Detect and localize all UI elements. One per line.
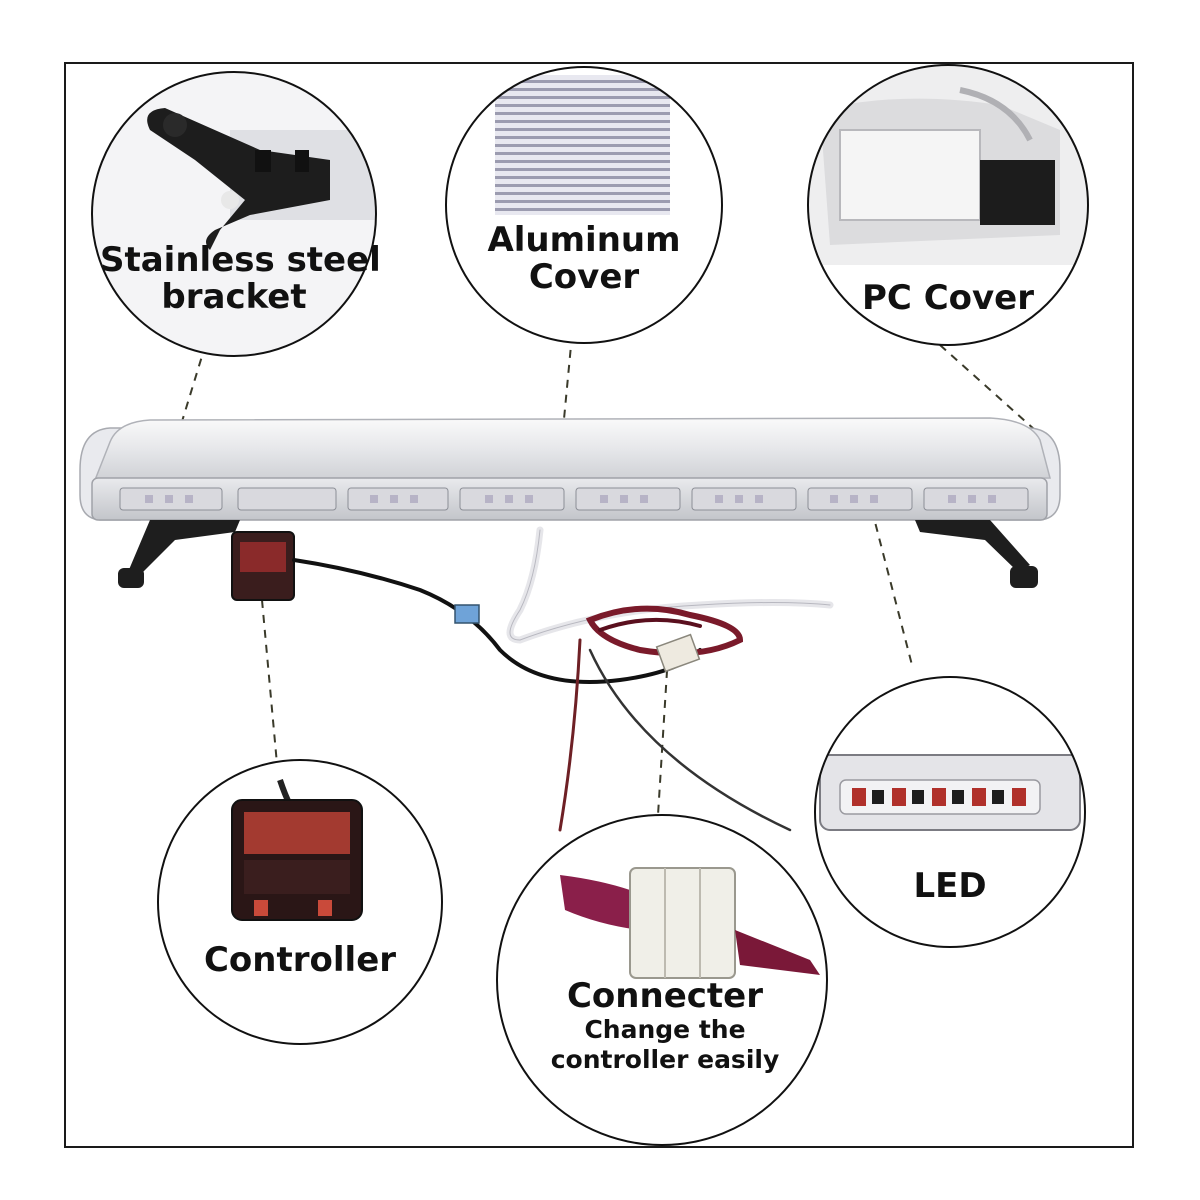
mount-brackets — [118, 520, 1038, 588]
leader-aluminum — [561, 334, 573, 441]
label-bracket: Stainless steel bracket — [100, 240, 381, 317]
led-modules — [119, 487, 1029, 511]
label-connecter-sub2: controller easily — [550, 1044, 780, 1074]
connecter-photo — [560, 867, 820, 979]
label-connecter-title: Connecter — [566, 976, 763, 1016]
label-led-text: LED — [913, 866, 987, 906]
label-controller: Controller — [180, 942, 420, 979]
label-pc-cover-text: PC Cover — [861, 278, 1034, 318]
wiring — [231, 526, 834, 832]
image-frame — [64, 62, 1134, 1148]
label-connecter-sub1: Change the — [584, 1014, 746, 1044]
bracket-photo — [92, 72, 376, 356]
label-controller-text: Controller — [203, 940, 397, 980]
callout-controller — [157, 759, 443, 1045]
controller-photo — [231, 779, 363, 921]
callout-aluminum — [445, 66, 723, 344]
leader-pc — [939, 344, 1036, 431]
label-bracket-line2: bracket — [161, 276, 307, 317]
label-aluminum-line2: Cover — [528, 256, 640, 297]
light-bar — [79, 417, 1061, 588]
label-connecter: Connecter Change the controller easily — [540, 978, 790, 1075]
label-aluminum-line1: Aluminum — [487, 220, 681, 260]
pc-cover-photo — [808, 65, 1088, 265]
leader-connecter — [657, 654, 669, 816]
callout-bracket — [91, 71, 377, 357]
label-pc-cover: PC Cover — [830, 280, 1066, 317]
aluminum-texture — [495, 75, 670, 215]
label-aluminum: Aluminum Cover — [460, 222, 708, 295]
callout-connecter — [496, 814, 828, 1146]
leader-controller — [261, 599, 279, 776]
led-photo — [819, 754, 1081, 831]
label-bracket-line1: Stainless steel — [100, 240, 381, 280]
label-led: LED — [870, 868, 1030, 905]
callout-led — [814, 676, 1086, 948]
